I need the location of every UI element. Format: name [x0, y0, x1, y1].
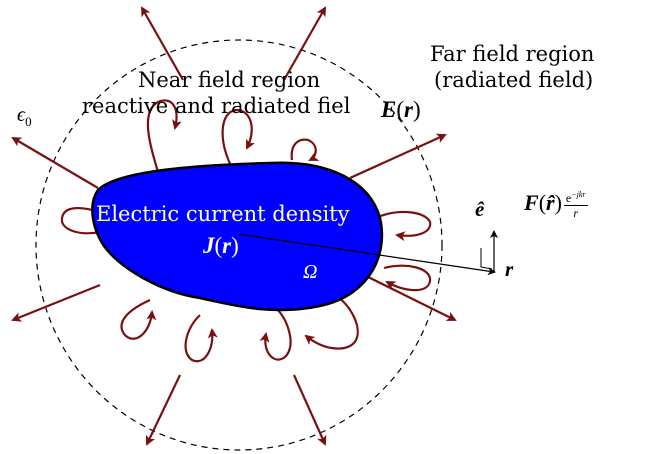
current-density-label: Electric current density — [96, 204, 350, 225]
electric-field-label: E(r) — [381, 98, 421, 121]
permittivity-label: ϵ0 — [17, 105, 32, 128]
reactive-loop-9 — [265, 308, 290, 360]
radiated-arrow-lower-right — [362, 274, 455, 320]
unit-vector-label: ê — [475, 199, 484, 220]
radiated-arrow-lower-left — [13, 285, 100, 320]
radiated-arrow-upper-left — [13, 138, 98, 188]
radiated-arrow-upper-right — [350, 135, 445, 178]
far-field-title: Far field region — [430, 44, 594, 65]
near-field-subtitle: reactive and radiated fiel — [82, 96, 350, 117]
near-field-title: Near field region — [138, 70, 320, 91]
far-field-subtitle: (radiated field) — [434, 70, 593, 91]
reactive-loop-7 — [122, 300, 152, 339]
current-density-symbol: J(r) — [203, 234, 239, 257]
domain-omega-label: Ω — [303, 262, 317, 282]
reactive-loop-5 — [378, 212, 430, 236]
radiated-arrow-bottom-right — [294, 375, 325, 444]
reactive-loop-6 — [384, 266, 430, 290]
radiated-arrow-bottom-left — [147, 375, 180, 444]
reactive-loop-8 — [186, 315, 213, 361]
reactive-loop-3 — [292, 140, 316, 160]
position-vector-label: r — [505, 259, 513, 280]
right-angle-marker — [481, 248, 492, 269]
reactive-loop-2 — [223, 110, 252, 168]
